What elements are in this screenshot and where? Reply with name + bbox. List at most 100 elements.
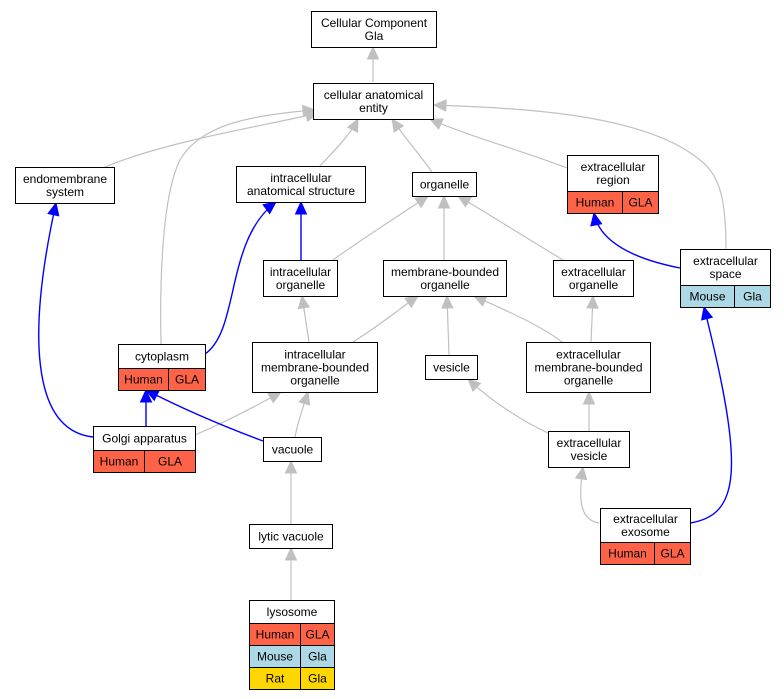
gene-cell xyxy=(734,285,771,308)
gene-label: Gla xyxy=(308,650,327,664)
arrowhead-2 xyxy=(346,117,359,133)
node-box xyxy=(263,260,338,297)
node-box xyxy=(15,167,115,204)
species-label: Human xyxy=(100,455,139,469)
species-label: Rat xyxy=(266,672,285,686)
node-label: organelle xyxy=(420,178,470,192)
node-box xyxy=(600,508,691,543)
node-label: extracellular xyxy=(557,436,622,450)
species-label: Human xyxy=(256,628,295,642)
node-label: endomembrane xyxy=(23,172,107,186)
gene-cell xyxy=(622,191,659,214)
node-label: entity xyxy=(359,101,388,115)
arrowhead-6 xyxy=(302,104,317,118)
node-label: Golgi apparatus xyxy=(102,432,187,446)
gene-label: GLA xyxy=(305,628,329,642)
node-box xyxy=(383,260,507,297)
node-label: vacuole xyxy=(272,443,314,457)
arrowhead-8 xyxy=(437,194,451,209)
gene-cell xyxy=(144,450,196,473)
arrowhead-15 xyxy=(267,391,283,404)
arrowhead-21 xyxy=(284,546,298,561)
annotated-arrowhead-6 xyxy=(700,305,714,321)
is-a-edge-13 xyxy=(473,295,563,343)
arrowhead-17 xyxy=(467,378,482,393)
species-label: Human xyxy=(576,196,615,210)
node-label: extracellular xyxy=(693,254,758,268)
node-label: organelle xyxy=(420,278,470,292)
node-box xyxy=(93,426,196,451)
gene-cell xyxy=(654,542,691,565)
node-box xyxy=(412,172,477,197)
gene-label: GLA xyxy=(660,547,684,561)
node-vacuole[interactable]: vacuole xyxy=(263,437,322,462)
gene-label: Gla xyxy=(308,672,327,686)
gene-label: GLA xyxy=(158,455,182,469)
node-label: organelle xyxy=(564,374,614,388)
node-box xyxy=(249,524,333,549)
is-a-edge-5 xyxy=(433,104,727,250)
node-label: space xyxy=(709,267,741,281)
node-label: extracellular xyxy=(556,348,621,362)
arrowhead-5 xyxy=(432,99,447,112)
node-label: Gla xyxy=(365,29,384,43)
arrowhead-11 xyxy=(404,295,419,309)
node-label: cytoplasm xyxy=(135,350,189,364)
arrowhead-12 xyxy=(441,294,454,309)
node-label: membrane-bounded xyxy=(534,361,642,375)
node-label: anatomical structure xyxy=(247,184,355,198)
node-box xyxy=(526,342,651,393)
node-label: membrane-bounded xyxy=(391,265,499,279)
annotated-arrowhead-3 xyxy=(590,211,603,227)
arrowhead-19 xyxy=(574,465,588,481)
node-label: lytic vacuole xyxy=(258,530,324,544)
node-box xyxy=(236,166,366,203)
arrowhead-16 xyxy=(298,390,311,406)
node-vesicle[interactable]: vesicle xyxy=(425,355,478,380)
arrowhead-13 xyxy=(472,295,488,307)
species-label: Human xyxy=(608,547,647,561)
node-label: vesicle xyxy=(433,361,470,375)
annotated-arrowhead-1 xyxy=(262,201,277,215)
is-a-edge-1 xyxy=(104,112,319,168)
node-label: Cellular Component xyxy=(321,16,428,30)
node-box xyxy=(567,155,659,192)
node-box xyxy=(680,249,771,286)
annotated-edge-0 xyxy=(38,202,94,438)
is-a-edge-15 xyxy=(194,391,282,436)
arrowhead-14 xyxy=(586,294,599,309)
arrowhead-4 xyxy=(428,118,444,130)
gene-label: Gla xyxy=(743,290,762,304)
annotated-arrowhead-0 xyxy=(47,201,60,217)
node-label: intracellular xyxy=(284,348,345,362)
node-org[interactable]: organelle xyxy=(412,172,477,197)
arrowhead-18 xyxy=(582,390,596,405)
node-box xyxy=(313,83,434,120)
annotated-arrowhead-2 xyxy=(294,200,308,215)
node-label: lysosome xyxy=(267,605,318,619)
arrowhead-3 xyxy=(391,118,405,133)
node-lytic[interactable]: lytic vacuole xyxy=(249,524,333,549)
gene-cell xyxy=(168,368,206,391)
node-box xyxy=(548,431,630,468)
node-label: vesicle xyxy=(571,449,608,463)
node-label: extracellular xyxy=(581,160,646,174)
node-box xyxy=(553,260,634,297)
